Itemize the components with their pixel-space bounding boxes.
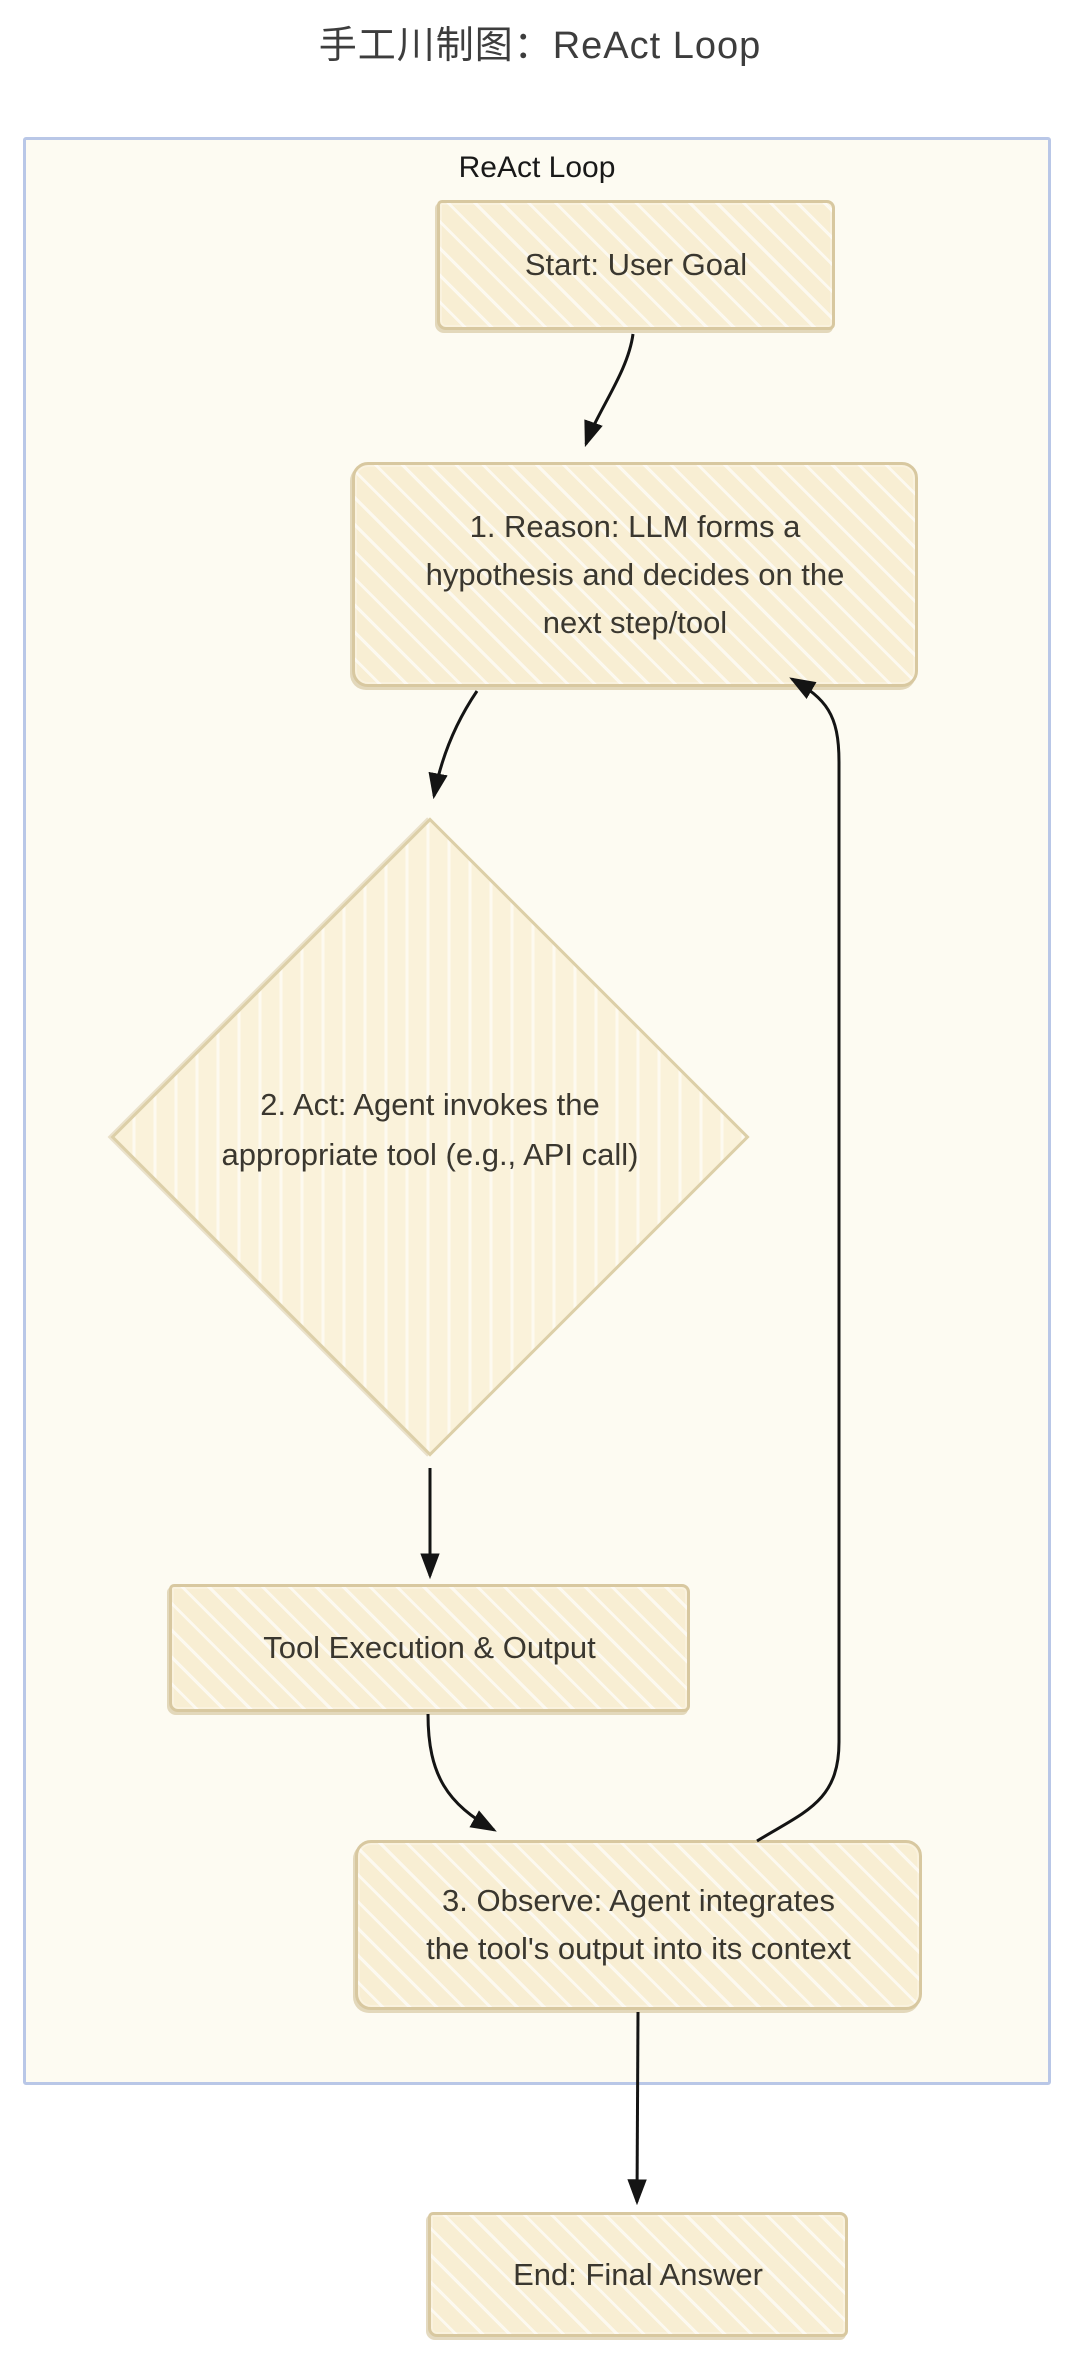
node-act-line: appropriate tool (e.g., API call) (221, 1137, 639, 1172)
node-act-label: 2. Act: Agent invokes the appropriate to… (150, 1080, 710, 1180)
page-title: 手工川制图：ReAct Loop (318, 25, 762, 67)
node-start-label: Start: User Goal (524, 247, 748, 282)
node-start: Start: User Goal (437, 200, 835, 330)
node-observe-line: the tool's output into its context (426, 1931, 851, 1966)
node-tool-execution-label: Tool Execution & Output (263, 1630, 596, 1665)
frame-label: ReAct Loop (458, 151, 616, 184)
node-observe: 3. Observe: Agent integrates the tool's … (355, 1840, 922, 2010)
node-act-line: 2. Act: Agent invokes the (260, 1087, 600, 1122)
node-reason-line: hypothesis and decides on the (425, 556, 845, 592)
node-reason: 1. Reason: LLM forms a hypothesis and de… (352, 462, 918, 687)
node-end: End: Final Answer (428, 2212, 848, 2337)
node-tool-execution: Tool Execution & Output (169, 1584, 690, 1712)
node-end-label: End: Final Answer (513, 2256, 763, 2292)
node-reason-line: 1. Reason: LLM forms a (469, 508, 801, 544)
node-reason-line: next step/tool (542, 604, 728, 640)
node-observe-line: 3. Observe: Agent integrates (442, 1883, 835, 1918)
